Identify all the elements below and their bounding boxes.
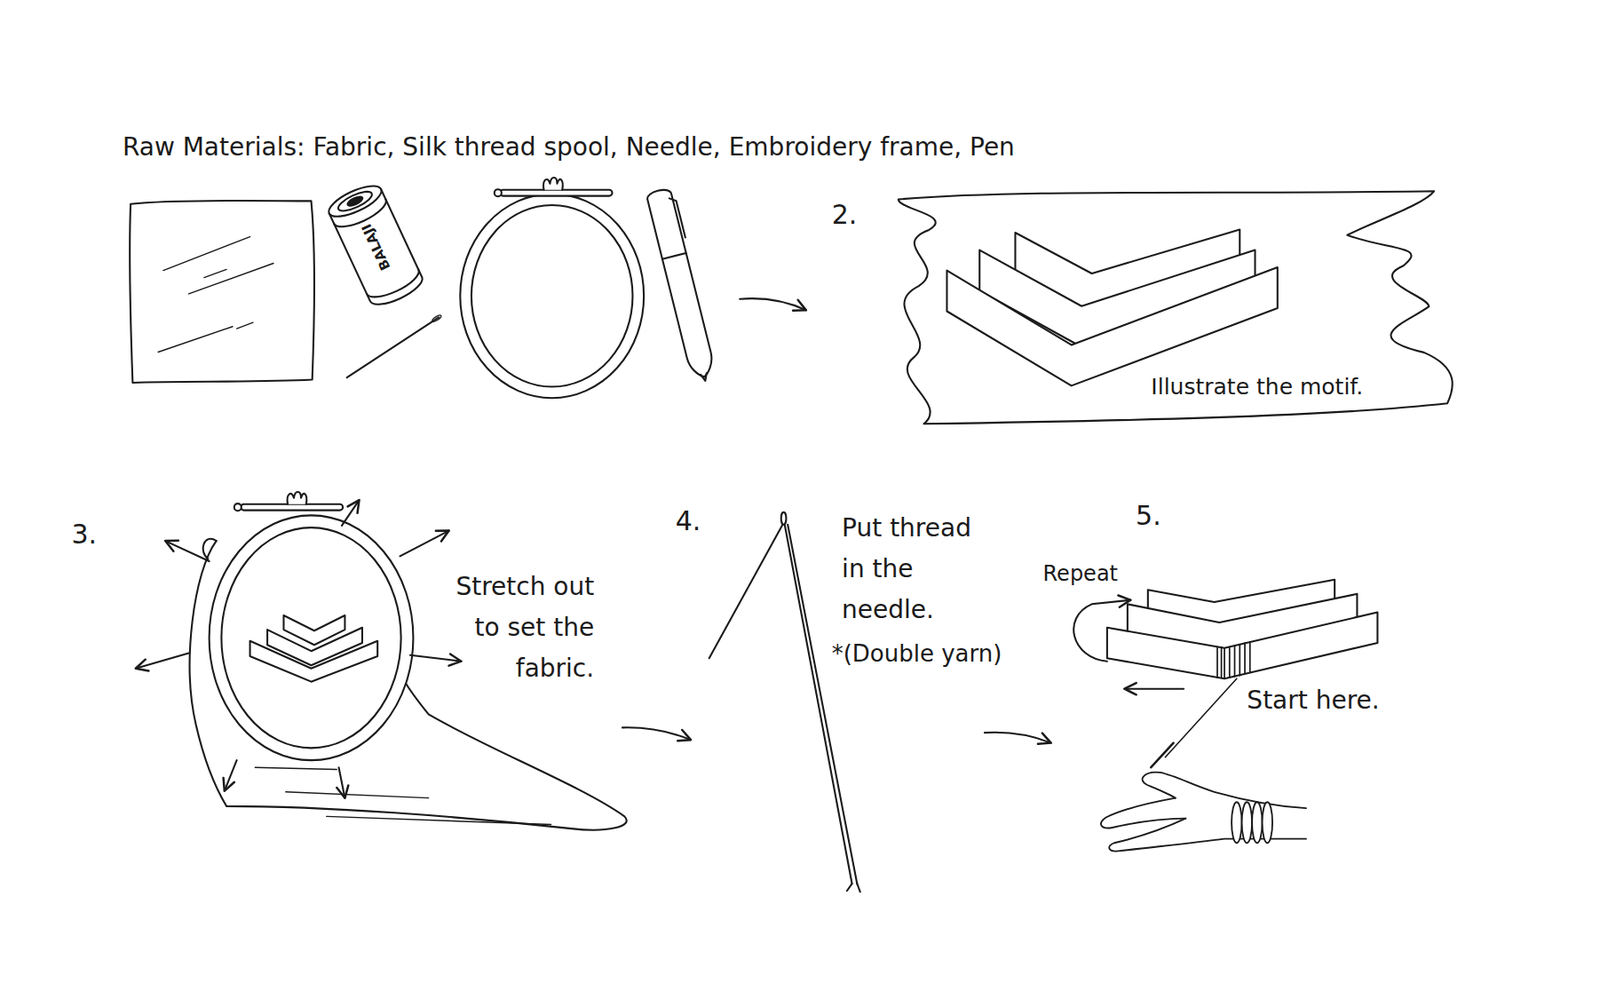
- fabric-node: Illustrate the motif.: [893, 189, 1460, 429]
- thread-spool: [346, 195, 365, 208]
- fabric-sheet: [129, 200, 315, 383]
- satin-stitches: [1223, 648, 1226, 679]
- stretch-arrow: [410, 655, 461, 662]
- needle: [431, 314, 443, 324]
- threaded-needle: [709, 524, 784, 659]
- satin-stitches: [1238, 644, 1241, 675]
- thread: [1164, 678, 1236, 757]
- hand: [1142, 772, 1307, 809]
- hand: [1100, 772, 1307, 852]
- draped-fabric: [326, 815, 552, 824]
- thread-spool: [335, 188, 374, 215]
- draped-fabric: [254, 767, 337, 769]
- hand: [1108, 818, 1307, 852]
- fabric-sheet: [204, 269, 227, 278]
- satin-stitches: [1220, 647, 1223, 678]
- satin-stitches: [1228, 647, 1231, 678]
- satin-stitches: [1249, 641, 1252, 673]
- pen: [646, 187, 721, 385]
- hand: [1251, 801, 1262, 843]
- fabric-sheet: [189, 262, 274, 294]
- draped-fabric: [285, 792, 429, 799]
- threaded-needle: [856, 883, 860, 892]
- annotation-text: Repeat: [1043, 561, 1118, 587]
- flow-arrow: [739, 298, 807, 310]
- stretch-arrow: [341, 499, 360, 526]
- threaded-needle: [847, 883, 853, 891]
- stretch-arrow: [135, 652, 190, 668]
- satin-stitches: [1234, 645, 1236, 676]
- fabric-outline: [897, 190, 1452, 424]
- embroidery-frame: [499, 190, 612, 197]
- threaded-needle: [709, 512, 861, 893]
- direction-arrow: [1124, 688, 1184, 690]
- chevron-motif: [250, 641, 379, 682]
- embroidery-frame: [471, 205, 634, 388]
- pen: [669, 197, 686, 239]
- step-number: 3.: [71, 518, 97, 551]
- embroidery-frame: [494, 189, 502, 197]
- annotation-text: Start here.: [1246, 685, 1379, 716]
- fabric-sheet: [237, 322, 254, 329]
- fabric-sheet: [163, 237, 251, 271]
- fabric-sheet: [129, 200, 315, 383]
- note-text: *(Double yarn): [831, 640, 1003, 668]
- chevron-motif: [1107, 579, 1379, 679]
- needle: [347, 316, 439, 378]
- thread-spool: [366, 269, 423, 304]
- satin-stitches: [1217, 641, 1251, 679]
- hand: [1242, 801, 1252, 843]
- embroidery-frame: [543, 177, 563, 191]
- stretch-arrow: [135, 499, 462, 799]
- illustration: [129, 177, 1378, 892]
- flow-arrow: [622, 727, 691, 740]
- embroidery-frame: [209, 514, 414, 761]
- needle: [347, 314, 443, 379]
- embroidery-frame: [234, 503, 242, 511]
- chevron-motif: [946, 267, 1277, 386]
- step-number: 2.: [831, 198, 858, 231]
- step-number: 4.: [675, 505, 702, 538]
- stretch-arrow: [339, 767, 346, 798]
- thread-spool: [324, 180, 386, 223]
- chevron-motif: [250, 615, 379, 682]
- repeat-arrow: [1073, 600, 1131, 662]
- embroidery-frame: [459, 193, 644, 398]
- stretch-arrow: [224, 760, 238, 791]
- step-instruction: Stretch out to set the fabric.: [438, 566, 595, 690]
- threaded-needle: [781, 512, 787, 525]
- pen: [662, 253, 717, 381]
- chevron-motif: [946, 229, 1277, 387]
- stretch-arrow: [165, 540, 209, 562]
- fabric-sheet: [158, 326, 233, 353]
- embroidery-frame: [209, 491, 414, 761]
- embroidery-frame: [221, 527, 401, 748]
- hand: [1262, 801, 1273, 843]
- hand: [1231, 801, 1242, 843]
- satin-stitches: [1216, 647, 1219, 678]
- embroidery-frame: [459, 177, 644, 398]
- needle: [1150, 743, 1173, 769]
- pen: [646, 187, 687, 259]
- node-text: Illustrate the motif.: [1150, 373, 1363, 401]
- pen: [700, 372, 709, 381]
- satin-stitches: [1243, 642, 1246, 674]
- flow-arrow: [984, 732, 1052, 744]
- stretch-arrow: [399, 530, 449, 557]
- embroidery-frame: [240, 504, 343, 511]
- draped-fabric: [203, 538, 217, 560]
- thread-spool: [324, 180, 427, 311]
- step-number: 5.: [1135, 499, 1162, 532]
- chevron-motif: [1107, 612, 1379, 680]
- embroidery-frame: [287, 491, 308, 505]
- step-instruction: Put thread in the needle.: [841, 507, 989, 631]
- title-text: Raw Materials: Fabric, Silk thread spool…: [122, 132, 1015, 163]
